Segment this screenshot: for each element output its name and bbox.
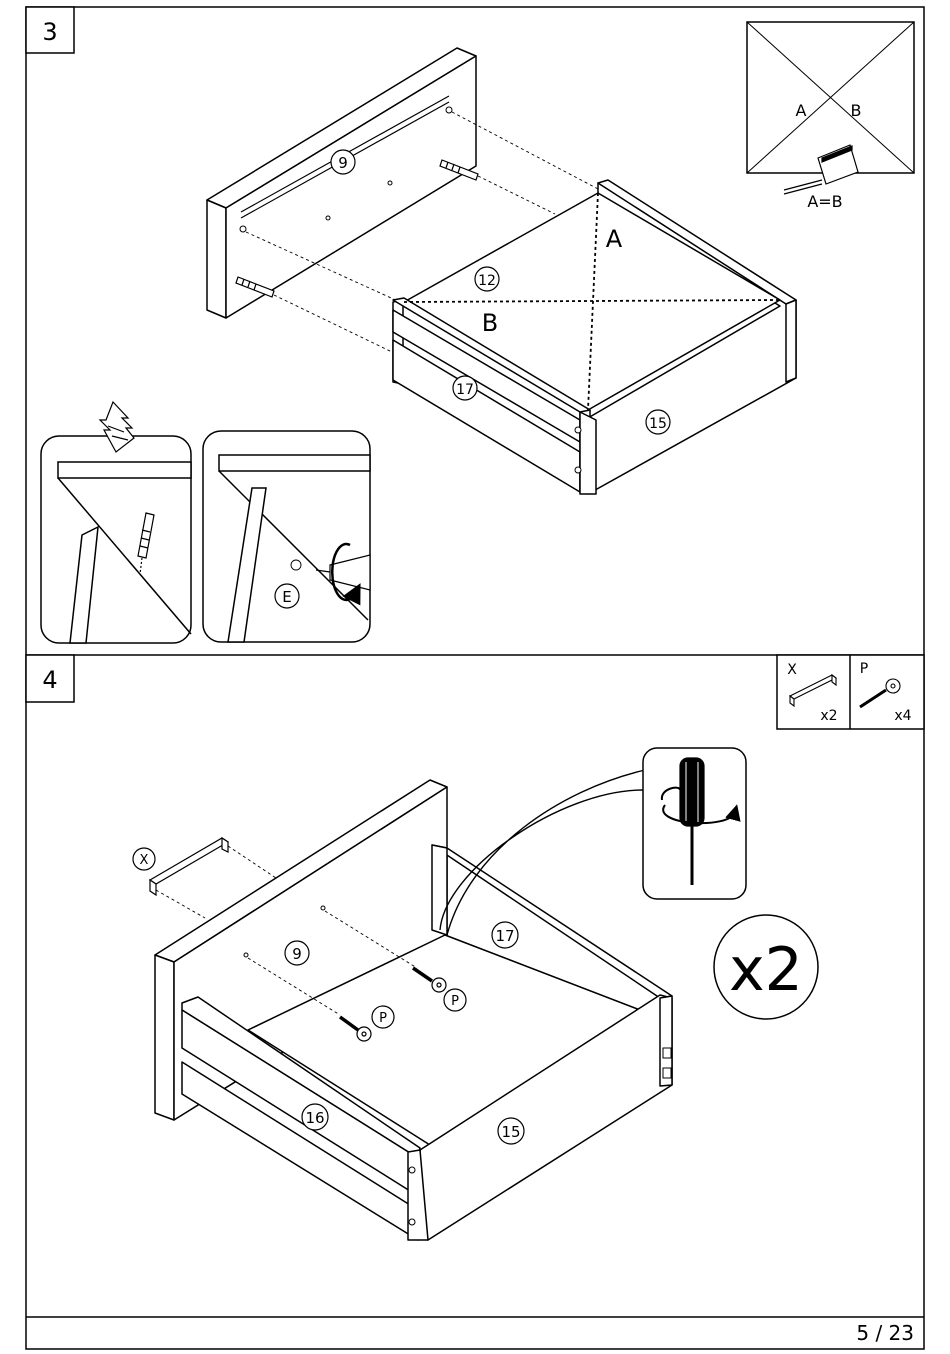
hardware-qty-x: x2 [820,708,837,724]
callout-17: 17 [492,922,518,948]
callout-p: P [444,989,466,1011]
svg-text:A=B: A=B [807,192,842,211]
callout-17: 17 [453,376,477,400]
screw-hole [244,953,248,957]
screw-hole [575,427,581,433]
svg-text:X: X [140,853,149,868]
svg-text:9: 9 [338,154,348,172]
svg-text:16: 16 [305,1109,324,1127]
callout-p: P [372,1006,394,1028]
callout-15: 15 [498,1118,524,1144]
svg-text:17: 17 [456,382,474,398]
slot [663,1048,671,1058]
step-number: 3 [42,18,57,46]
measure-inset: A B A=B [747,22,914,211]
slot [663,1068,671,1078]
detail-insert-dowel [41,402,191,643]
hardware-letter-p: P [860,661,868,677]
detail-screw-fitting: E [203,431,370,642]
repeat-count: x2 [729,935,803,1005]
callout-9: 9 [331,150,355,174]
handle-icon [150,838,228,895]
callout-x: X [133,848,155,870]
svg-text:12: 12 [478,273,496,289]
hardware-box: X x2 P x4 [777,655,924,729]
diagonal-a: A [606,225,623,253]
svg-text:9: 9 [292,945,302,963]
callout-9: 9 [285,941,309,965]
svg-text:15: 15 [501,1123,520,1141]
svg-text:P: P [379,1011,387,1026]
screw-hole [575,467,581,473]
hardware-letter-x: X [787,662,797,678]
screw-hole [409,1219,415,1225]
repeat-badge: x2 [714,915,818,1019]
screw-hole [321,906,325,910]
svg-text:B: B [851,101,862,120]
svg-text:E: E [282,588,291,606]
svg-text:A: A [796,101,807,120]
svg-text:P: P [451,994,459,1009]
screw-hole [409,1167,415,1173]
step-3: 3 9 [26,7,914,643]
front-panel-9 [207,48,476,318]
page-number: 5 / 23 [856,1321,914,1345]
svg-text:17: 17 [495,927,514,945]
callout-12: 12 [475,267,499,291]
callout-e: E [275,584,299,608]
callout-15: 15 [646,410,670,434]
hardware-qty-p: x4 [894,708,911,724]
svg-text:15: 15 [649,416,667,432]
step-number: 4 [42,666,57,694]
detail-screwdriver [643,748,746,899]
step-4: 4 X x2 P x4 [26,655,924,1240]
drawer-body [393,180,796,494]
callout-16: 16 [302,1104,328,1130]
diagonal-b: B [482,309,498,337]
